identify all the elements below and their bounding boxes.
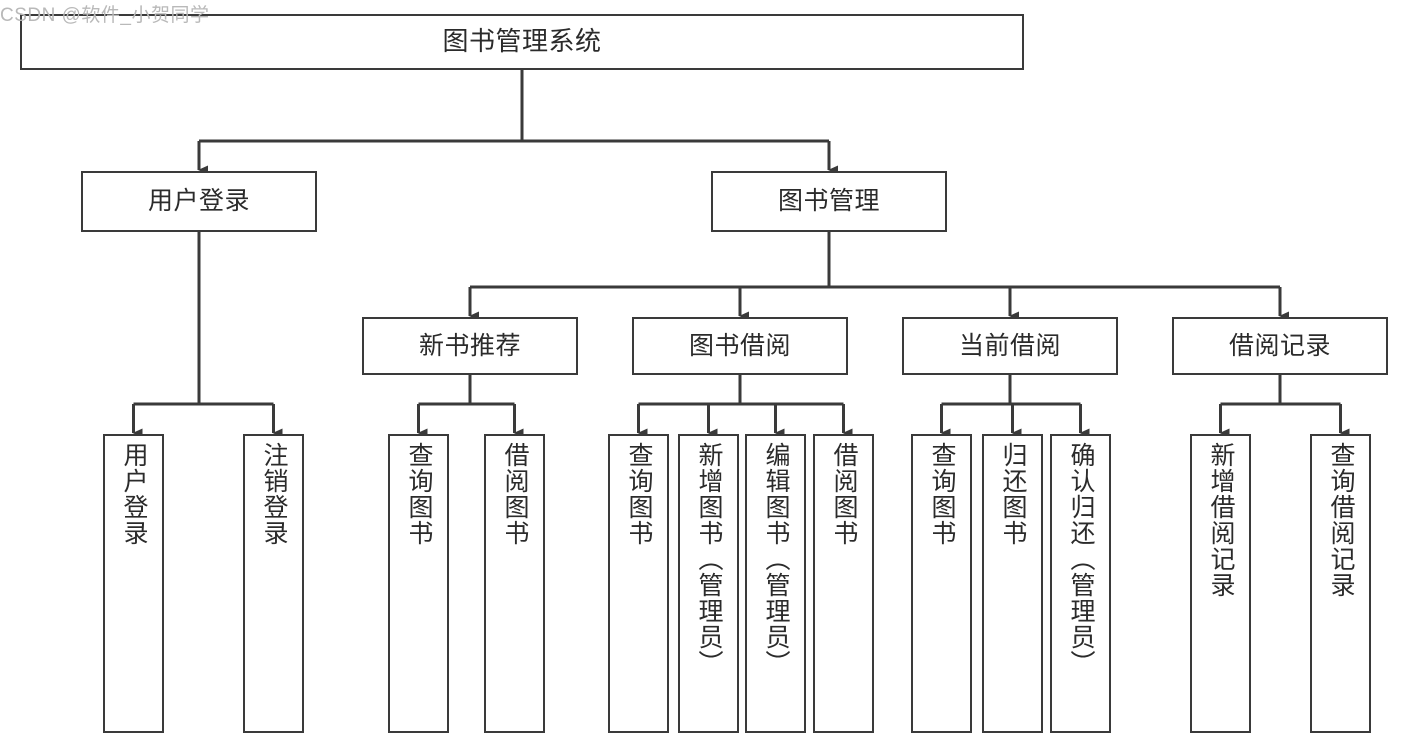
node-label: 查询借阅记录	[1327, 442, 1355, 598]
node-leaf-user-login[interactable]: 用户登录	[103, 434, 164, 733]
node-leaf-borrow-book-1[interactable]: 借阅图书	[484, 434, 545, 733]
node-leaf-query-record[interactable]: 查询借阅记录	[1310, 434, 1371, 733]
node-label: 图书借阅	[688, 331, 791, 360]
csdn-watermark: CSDN @软件_小贺同学	[0, 5, 210, 26]
node-label: 借阅图书	[830, 442, 858, 546]
node-label: 新增借阅记录	[1207, 442, 1235, 598]
node-label: 新书推荐	[418, 331, 521, 360]
node-label: 确认归还（管理员）	[1067, 442, 1095, 676]
node-label: 借阅记录	[1228, 331, 1331, 360]
node-label: 注销登录	[260, 442, 288, 546]
node-leaf-query-book-2[interactable]: 查询图书	[608, 434, 669, 733]
node-label: 查询图书	[928, 442, 956, 546]
node-label: 图书管理系统	[442, 26, 602, 57]
node-label: 新增图书（管理员）	[695, 442, 723, 676]
node-new-book-recommend[interactable]: 新书推荐	[362, 317, 578, 375]
node-label: 当前借阅	[958, 331, 1061, 360]
node-leaf-query-book-3[interactable]: 查询图书	[911, 434, 972, 733]
node-label: 图书管理	[777, 187, 880, 216]
node-label: 编辑图书（管理员）	[762, 442, 790, 676]
node-label: 借阅图书	[501, 442, 529, 546]
node-user-login[interactable]: 用户登录	[81, 171, 317, 232]
edge-group	[132, 70, 1350, 438]
node-borrow-record[interactable]: 借阅记录	[1172, 317, 1388, 375]
node-label: 查询图书	[625, 442, 653, 546]
node-book-manage[interactable]: 图书管理	[711, 171, 947, 232]
node-label: 查询图书	[405, 442, 433, 546]
node-leaf-borrow-book-2[interactable]: 借阅图书	[813, 434, 874, 733]
node-current-borrow[interactable]: 当前借阅	[902, 317, 1118, 375]
node-leaf-add-record[interactable]: 新增借阅记录	[1190, 434, 1251, 733]
node-label: 用户登录	[120, 442, 148, 546]
node-root[interactable]: 图书管理系统	[20, 14, 1024, 70]
node-label: 用户登录	[147, 187, 250, 216]
node-leaf-query-book-1[interactable]: 查询图书	[388, 434, 449, 733]
node-leaf-edit-book[interactable]: 编辑图书（管理员）	[745, 434, 806, 733]
node-leaf-user-logout[interactable]: 注销登录	[243, 434, 304, 733]
node-leaf-return-book[interactable]: 归还图书	[982, 434, 1043, 733]
node-book-borrow[interactable]: 图书借阅	[632, 317, 848, 375]
node-leaf-add-book[interactable]: 新增图书（管理员）	[678, 434, 739, 733]
node-label: 归还图书	[999, 442, 1027, 546]
node-leaf-confirm-return[interactable]: 确认归还（管理员）	[1050, 434, 1111, 733]
